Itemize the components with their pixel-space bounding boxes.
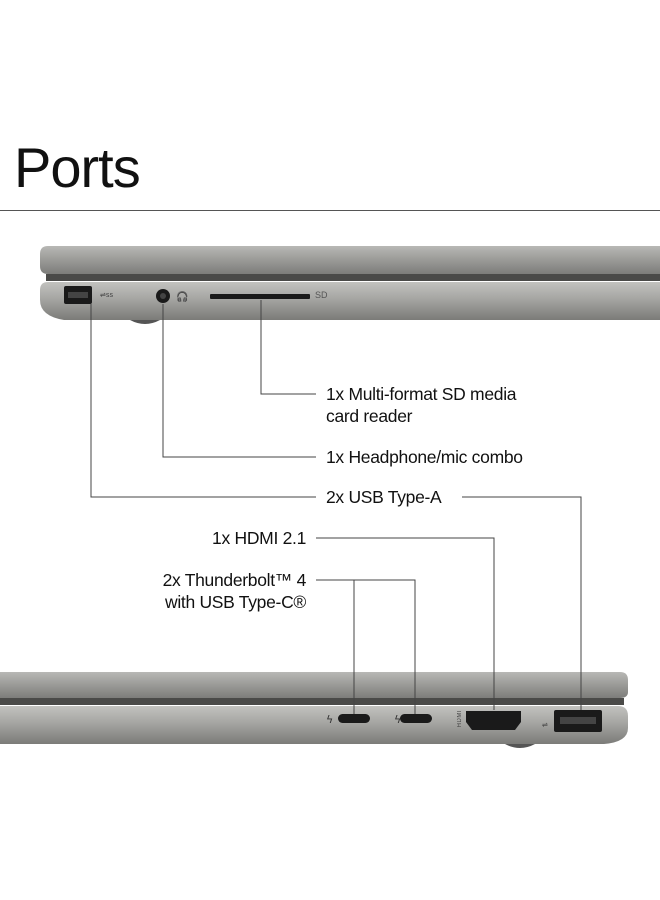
sd-port-mark: SD <box>315 290 328 300</box>
lid-right <box>0 672 628 698</box>
thunderbolt-port-1 <box>338 714 370 723</box>
left-side-view: ⇌ss 🎧 <box>40 246 660 324</box>
hdmi-port-mark: HDMI <box>457 710 463 728</box>
callout-usb-a: 2x USB Type-A <box>326 487 442 507</box>
leader-lines <box>90 300 582 714</box>
callout-thunderbolt: 2x Thunderbolt™ 4 with USB Type-C® <box>162 570 307 612</box>
sd-card-slot <box>210 294 310 299</box>
svg-text:⇌: ⇌ <box>542 721 548 729</box>
lid-left <box>40 246 660 274</box>
hdmi-port <box>466 711 521 730</box>
title-divider <box>0 210 660 211</box>
base-left <box>40 282 660 320</box>
callout-headphone: 1x Headphone/mic combo <box>326 447 523 467</box>
hinge-gap-left <box>46 274 660 281</box>
thunderbolt-icon: ϟ <box>326 713 333 726</box>
thunderbolt-icon: ϟ <box>394 713 401 726</box>
svg-text:⇌ss: ⇌ss <box>100 291 114 299</box>
hinge-gap-right <box>0 698 624 705</box>
page-title: Ports <box>14 136 141 199</box>
right-side-view: ϟ ϟ ⇌ <box>0 672 628 748</box>
callout-sd-reader: 1x Multi-format SD media card reader <box>326 384 517 426</box>
base-right <box>0 706 628 744</box>
headphone-icon: 🎧 <box>176 290 188 303</box>
thunderbolt-port-2 <box>400 714 432 723</box>
callout-hdmi: 1x HDMI 2.1 <box>212 528 306 548</box>
